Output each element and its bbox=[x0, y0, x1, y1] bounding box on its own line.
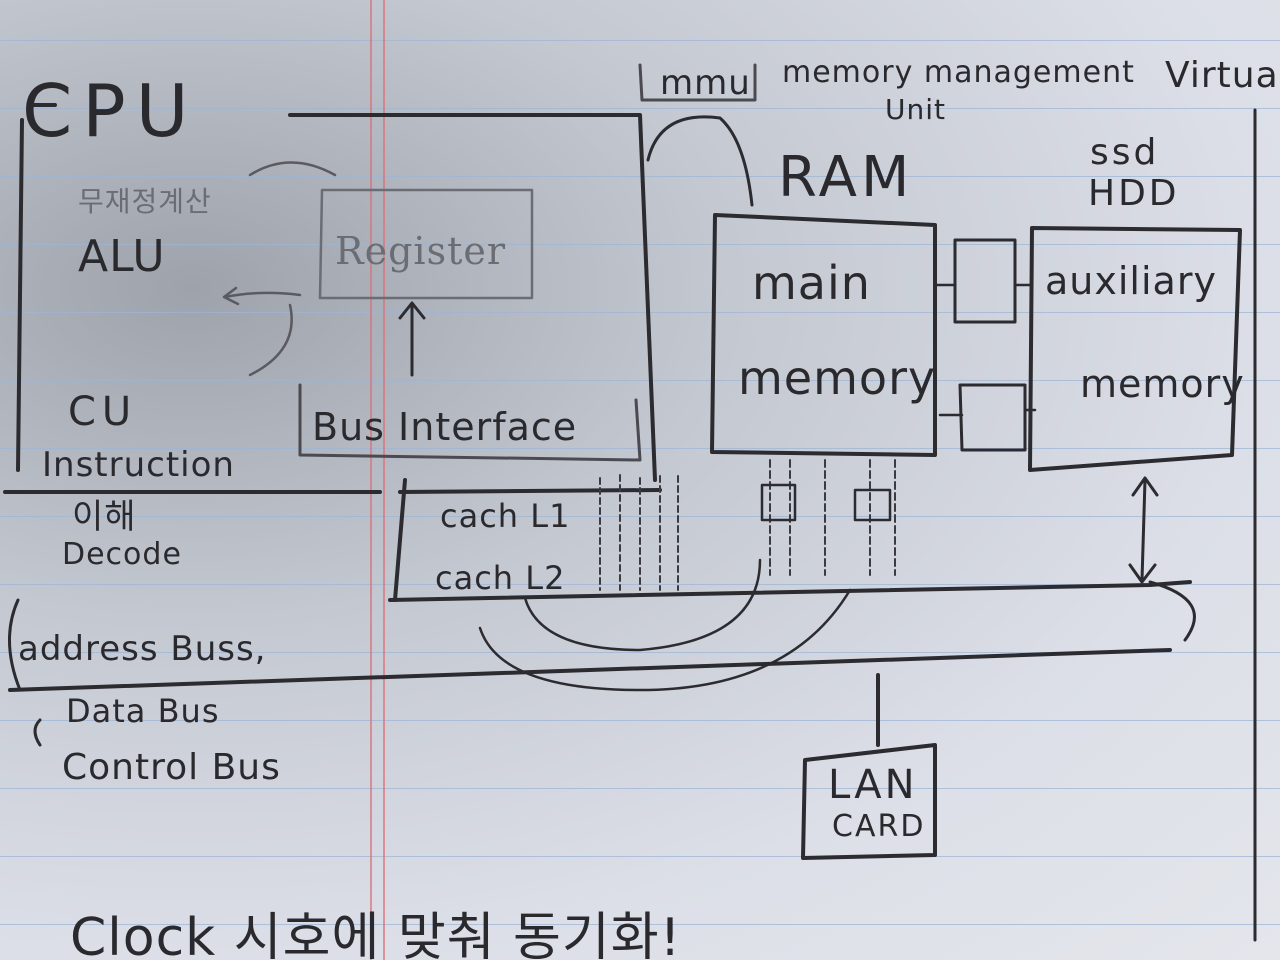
connector-box-lower bbox=[958, 383, 1027, 452]
register-label: Register bbox=[335, 229, 507, 273]
cache-l2-label: cach L2 bbox=[435, 559, 566, 597]
arrow-bus-to-register bbox=[398, 301, 426, 377]
aux-memory-line2: memory bbox=[1080, 362, 1245, 406]
connector-box-upper bbox=[953, 238, 1017, 324]
arrow-register-to-alu bbox=[222, 286, 302, 377]
chip-right bbox=[853, 488, 892, 522]
bus-line-middle bbox=[388, 580, 1192, 602]
arrow-cu-to-register bbox=[248, 161, 337, 177]
chip-left bbox=[760, 483, 797, 522]
mmu-box bbox=[638, 63, 757, 102]
ram-box bbox=[710, 213, 937, 457]
margin-line-right bbox=[383, 0, 385, 960]
bus-interface-label: Bus Interface bbox=[312, 405, 578, 449]
data-bus-label: Data Bus bbox=[66, 692, 220, 730]
mmu-label: mmu bbox=[660, 63, 751, 103]
cache-arrows bbox=[599, 474, 679, 591]
storage-ssd-label: ssd bbox=[1090, 132, 1160, 173]
register-box bbox=[318, 188, 534, 300]
aux-memory-line1: auxiliary bbox=[1045, 259, 1217, 303]
bottom-note: Clock 시호에 맞춰 동기화! bbox=[70, 908, 682, 960]
ram-bus-arrows bbox=[769, 459, 896, 576]
cu-korean-label: 이해 bbox=[72, 497, 137, 537]
mmu-desc-line2: Unit bbox=[885, 93, 946, 126]
lan-label-line2: CARD bbox=[832, 809, 926, 844]
alu-korean-label: 무재정계산 bbox=[78, 185, 212, 218]
main-memory-line1: main bbox=[752, 256, 871, 310]
aux-box bbox=[1028, 226, 1242, 472]
lan-label-line1: LAN bbox=[828, 762, 918, 808]
bus-line-lower bbox=[8, 648, 1172, 692]
mmu-link bbox=[646, 115, 754, 207]
address-bus-label: address Buss, bbox=[18, 629, 267, 669]
lan-box bbox=[801, 743, 937, 860]
cu-label: CU bbox=[68, 389, 138, 435]
bus-loop-curves bbox=[478, 558, 852, 692]
margin-line-left bbox=[370, 0, 372, 960]
bus-line-top bbox=[3, 488, 662, 494]
bus-bracket bbox=[8, 598, 42, 747]
mmu-desc-line1: memory management bbox=[782, 55, 1135, 90]
storage-hdd-label: HDD bbox=[1088, 173, 1180, 214]
cu-instruction-label: Instruction bbox=[42, 445, 235, 485]
arrow-aux-to-bus bbox=[1128, 476, 1159, 584]
cpu-box bbox=[16, 103, 657, 482]
cpu-divider bbox=[393, 478, 407, 602]
bus-interface-box bbox=[298, 383, 642, 462]
cache-l1-label: cach L1 bbox=[440, 497, 571, 535]
cu-decode-label: Decode bbox=[62, 537, 182, 572]
virtual-label: Virtual bbox=[1165, 55, 1280, 96]
ram-label: RAM bbox=[778, 145, 914, 210]
connector-arrows bbox=[935, 283, 1037, 417]
main-memory-line2: memory bbox=[738, 351, 937, 405]
bus-end-curve bbox=[1148, 580, 1196, 642]
control-bus-label: Control Bus bbox=[62, 747, 281, 788]
alu-label: ALU bbox=[78, 231, 166, 282]
cpu-title: CPU bbox=[22, 69, 199, 153]
